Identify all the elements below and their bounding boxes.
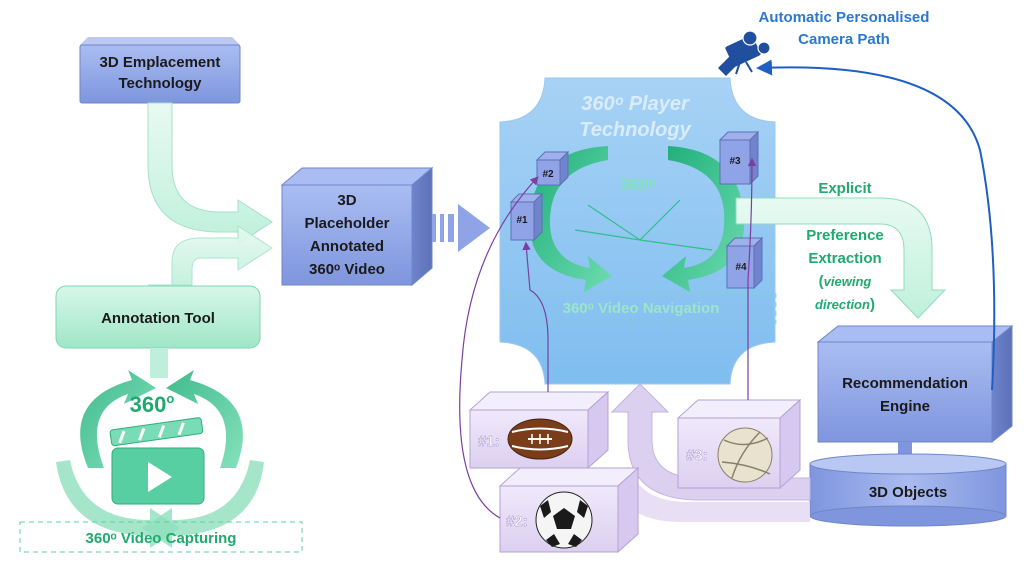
object-box-label-1: #1: xyxy=(478,433,500,450)
marker-label-2: #2 xyxy=(542,169,554,180)
emplacement-label-line1: 3D Emplacement xyxy=(100,54,221,71)
video-camera-icon xyxy=(718,30,771,76)
video-clapper-icon xyxy=(109,417,205,505)
placeholder-to-player-arrow xyxy=(432,204,490,252)
preference-line4: direction) xyxy=(815,296,875,313)
soccer-ball-icon xyxy=(535,491,593,549)
annotation-to-placeholder-arrow xyxy=(148,225,273,286)
viewing-direction-lines xyxy=(574,199,713,251)
capture-rotation-arrows xyxy=(56,370,264,548)
player-title-line2: Technology xyxy=(579,119,691,141)
camera-path-line1: Automatic Personalised xyxy=(759,9,930,26)
objects-db-label: 3D Objects xyxy=(869,484,947,501)
emplacement-to-placeholder-arrow xyxy=(147,102,273,245)
objects-to-player-arrow xyxy=(610,383,811,501)
engine-to-db-connector xyxy=(898,442,912,456)
camera-path-line2: Camera Path xyxy=(798,31,890,48)
placeholder-box xyxy=(280,166,434,287)
recommendation-line2: Engine xyxy=(880,398,930,415)
capture-label-frame xyxy=(19,521,303,553)
placeholder-line2: Placeholder xyxy=(304,215,389,232)
volleyball-icon xyxy=(717,427,773,483)
capture-degrees: 360o xyxy=(130,391,175,417)
player-title-line1: 360ᵒ Player xyxy=(581,93,690,115)
annotation-tool-label: Annotation Tool xyxy=(101,310,215,327)
placeholder-line3: Annotated xyxy=(310,238,384,255)
navigation-label-frame xyxy=(505,292,777,324)
marker-label-1: #1 xyxy=(516,215,528,226)
preference-extraction-arrow xyxy=(735,197,947,319)
preference-line1: Preference xyxy=(806,227,884,244)
player-degrees: 360ᵒ xyxy=(620,175,655,194)
object-box-label-2: #2: xyxy=(506,513,528,530)
preference-line2: Extraction xyxy=(808,250,881,267)
marker-label-4: #4 xyxy=(735,262,747,273)
placeholder-line1: 3D xyxy=(337,192,356,209)
objects-lower-purple-band xyxy=(606,470,810,522)
objects-database xyxy=(809,453,1007,527)
marker-label-3: #3 xyxy=(729,156,741,167)
emplacement-label-line2: Technology xyxy=(118,75,202,92)
placeholder-line4: 360ᵒ Video xyxy=(309,261,385,278)
recommendation-box xyxy=(816,324,1014,444)
marker-box-1 xyxy=(509,192,544,242)
capture-to-annotation-connector xyxy=(150,348,168,378)
recommendation-line1: Recommendation xyxy=(842,375,968,392)
explicit-label: Explicit xyxy=(818,180,871,197)
capture-label: 360ᵒ Video Capturing xyxy=(86,530,237,547)
player-panel xyxy=(499,77,776,385)
american-football-icon xyxy=(507,418,573,460)
navigation-label: 360ᵒ Video Navigation xyxy=(563,300,720,317)
preference-line3: (viewing xyxy=(819,273,872,290)
marker-link-lines xyxy=(459,157,757,519)
marker-box-2 xyxy=(535,150,570,187)
object-box-label-3: #3: xyxy=(686,447,708,464)
camera-path-arrow xyxy=(756,59,996,391)
